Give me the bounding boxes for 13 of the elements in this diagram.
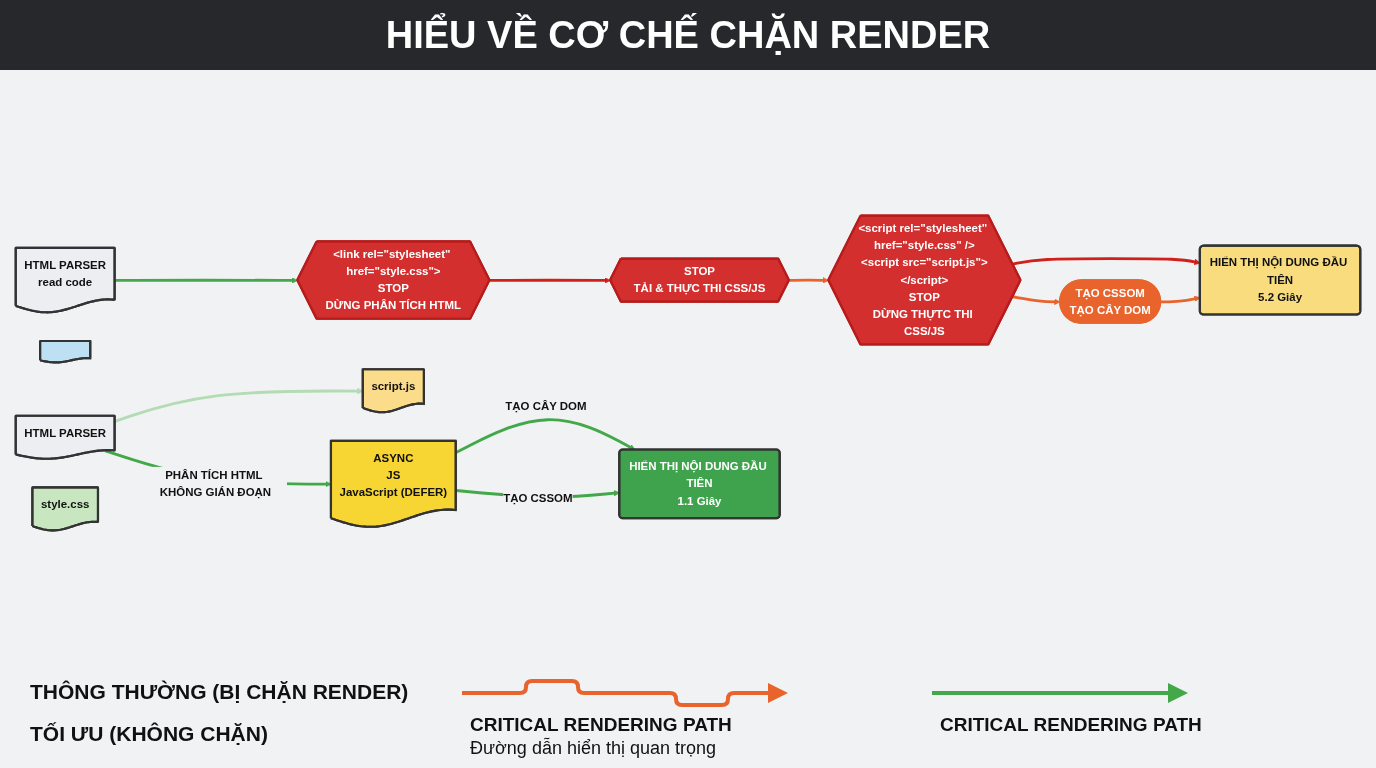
path-caption: CRITICAL RENDERING PATH [940, 714, 1202, 736]
edge-label: TẠO CÂY DOM [505, 399, 587, 413]
path-caption: CRITICAL RENDERING PATH [470, 714, 732, 736]
arrow [114, 277, 298, 284]
section-heading: TỐI ƯU (KHÔNG CHẶN) [30, 722, 268, 746]
title: HIỂU VỀ CƠ CHẾ CHẶN RENDER [385, 12, 991, 58]
arrow [455, 418, 636, 454]
arrow [489, 277, 611, 284]
path-subcaption: Đường dẫn hiển thị quan trọng [470, 738, 717, 759]
section-heading: THÔNG THƯỜNG (BỊ CHẶN RENDER) [30, 680, 409, 704]
edge-label: PHÂN TÍCH HTML KHÔNG GIÁN ĐOẠN [159, 468, 272, 499]
arrow [789, 277, 829, 284]
edge-label: TẠO CSSOM [503, 491, 573, 505]
